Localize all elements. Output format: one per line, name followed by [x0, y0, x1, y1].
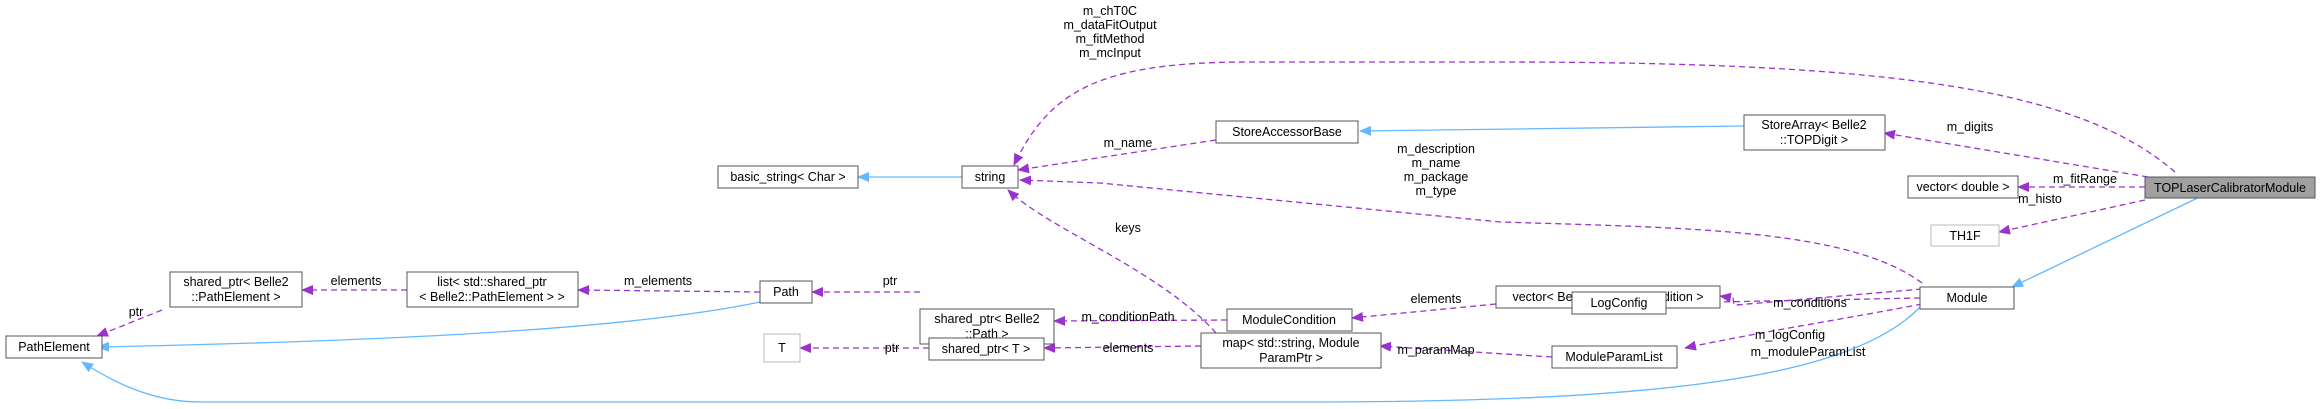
edge-member-focus-storearray — [1883, 129, 2149, 178]
edge-member-module-string — [1019, 175, 1923, 284]
node-t[interactable]: T — [763, 333, 801, 363]
label-ptr-pathelement: ptr — [129, 305, 144, 319]
label-m-chT0C: m_chT0C — [1083, 4, 1137, 18]
node-module[interactable]: Module — [1919, 286, 2015, 310]
label-elements-list: elements — [331, 274, 382, 288]
svg-text:Path: Path — [773, 285, 799, 299]
label-m-histo: m_histo — [2018, 192, 2062, 206]
edge-member-vectorcondition-modulecondition — [1351, 303, 1497, 322]
svg-text:TOPLaserCalibratorModule: TOPLaserCalibratorModule — [2154, 181, 2306, 195]
label-m-fitRange: m_fitRange — [2053, 172, 2117, 186]
label-ptr-t: ptr — [885, 341, 900, 355]
node-vector-double[interactable]: vector< double > — [1907, 175, 2019, 199]
svg-text:ParamPtr >: ParamPtr > — [1259, 351, 1323, 365]
svg-text:list< std::shared_ptr: list< std::shared_ptr — [437, 275, 546, 289]
svg-text:ModuleParamList: ModuleParamList — [1565, 350, 1663, 364]
nodes: TOPLaserCalibratorModule Module StoreArr… — [5, 114, 2316, 369]
node-list-sharedptr-pathelement[interactable]: list< std::shared_ptr < Belle2::PathElem… — [406, 271, 579, 308]
node-storearray-topdigit[interactable]: StoreArray< Belle2 ::TOPDigit > — [1743, 114, 1886, 151]
svg-text:basic_string< Char >: basic_string< Char > — [730, 170, 845, 184]
edge-member-path-list — [577, 285, 761, 296]
edge-member-sharedptrpathelement-pathelement — [96, 309, 163, 337]
label-keys: keys — [1115, 221, 1141, 235]
label-m-conditions: m_conditions — [1773, 296, 1847, 310]
edge-member-moduleparamlist-map — [1379, 341, 1553, 358]
label-m-type: m_type — [1416, 184, 1457, 198]
edge-inherit-module-pathelement — [81, 306, 1921, 403]
svg-text:StoreAccessorBase: StoreAccessorBase — [1232, 125, 1342, 139]
svg-text:map< std::string, Module: map< std::string, Module — [1222, 336, 1359, 350]
svg-text:shared_ptr< Belle2: shared_ptr< Belle2 — [183, 275, 288, 289]
edge-inherit-focus-module — [2011, 192, 2209, 288]
svg-text:shared_ptr< Belle2: shared_ptr< Belle2 — [934, 312, 1039, 326]
node-th1f[interactable]: TH1F — [1930, 224, 2000, 247]
node-string[interactable]: string — [961, 165, 1019, 189]
svg-text:vector< double >: vector< double > — [1916, 180, 2009, 194]
node-moduleparamlist[interactable]: ModuleParamList — [1551, 345, 1678, 369]
svg-text:< Belle2::PathElement > >: < Belle2::PathElement > > — [419, 290, 565, 304]
svg-text:shared_ptr< T >: shared_ptr< T > — [942, 342, 1031, 356]
edge-member-map-string — [1007, 189, 1217, 334]
node-basic-string[interactable]: basic_string< Char > — [717, 165, 859, 189]
label-m-fitMethod: m_fitMethod — [1076, 32, 1145, 46]
edge-member-module-moduleparamlist — [1684, 303, 1923, 351]
edge-inherit-path-pathelement — [97, 301, 761, 352]
node-storeaccessorbase[interactable]: StoreAccessorBase — [1215, 120, 1359, 144]
svg-text:StoreArray< Belle2: StoreArray< Belle2 — [1761, 118, 1866, 132]
edge-member-map-sharedptrt — [1043, 342, 1202, 353]
label-m-paramMap: m_paramMap — [1397, 343, 1474, 357]
node-toplasercalibratormodule[interactable]: TOPLaserCalibratorModule — [2144, 176, 2316, 199]
node-modulecondition[interactable]: ModuleCondition — [1226, 308, 1353, 332]
node-sharedptr-pathelement[interactable]: shared_ptr< Belle2 ::PathElement > — [169, 271, 303, 308]
label-elements-condition: elements — [1411, 292, 1462, 306]
label-m-elements: m_elements — [624, 274, 692, 288]
edge-member-focus-th1f — [1998, 199, 2146, 235]
edge-member-storeaccessorbase-string — [1017, 139, 1217, 174]
edge-member-modulecondition-sharedptrpath — [1053, 315, 1228, 326]
label-m-mcInput: m_mcInput — [1079, 46, 1141, 60]
label-m-logConfig: m_logConfig — [1755, 328, 1825, 342]
svg-text:PathElement: PathElement — [18, 340, 90, 354]
node-path[interactable]: Path — [759, 280, 813, 304]
svg-text:::PathElement >: ::PathElement > — [191, 290, 280, 304]
svg-text:string: string — [975, 170, 1006, 184]
svg-text:ModuleCondition: ModuleCondition — [1242, 313, 1336, 327]
edge-member-module-vectorcondition — [1719, 288, 1923, 306]
label-ptr-path: ptr — [883, 274, 898, 288]
label-m-dataFitOutput: m_dataFitOutput — [1063, 18, 1157, 32]
label-m-package: m_package — [1404, 170, 1469, 184]
node-logconfig[interactable]: LogConfig — [1571, 291, 1667, 315]
edge-inherit-storearray-storeaccessorbase — [1359, 125, 1745, 136]
label-m-moduleParamList: m_moduleParamList — [1751, 345, 1866, 359]
edge-labels: m_chT0C m_dataFitOutput m_fitMethod m_mc… — [129, 4, 2117, 359]
svg-text:::TOPDigit >: ::TOPDigit > — [1780, 133, 1848, 147]
label-m-description: m_description — [1397, 142, 1475, 156]
svg-text:Module: Module — [1947, 291, 1988, 305]
label-m-digits: m_digits — [1947, 120, 1994, 134]
label-elements-map: elements — [1103, 341, 1154, 355]
svg-text:T: T — [778, 341, 786, 355]
label-m-name: m_name — [1104, 136, 1153, 150]
node-map-moduleparamptr[interactable]: map< std::string, Module ParamPtr > — [1200, 332, 1382, 369]
label-m-name-module: m_name — [1412, 156, 1461, 170]
node-sharedptr-t[interactable]: shared_ptr< T > — [928, 337, 1045, 361]
svg-text:LogConfig: LogConfig — [1591, 296, 1648, 310]
node-pathelement[interactable]: PathElement — [5, 335, 103, 359]
edge-member-focus-string — [1013, 61, 2176, 173]
label-m-conditionPath: m_conditionPath — [1081, 310, 1174, 324]
svg-text:TH1F: TH1F — [1949, 229, 1981, 243]
